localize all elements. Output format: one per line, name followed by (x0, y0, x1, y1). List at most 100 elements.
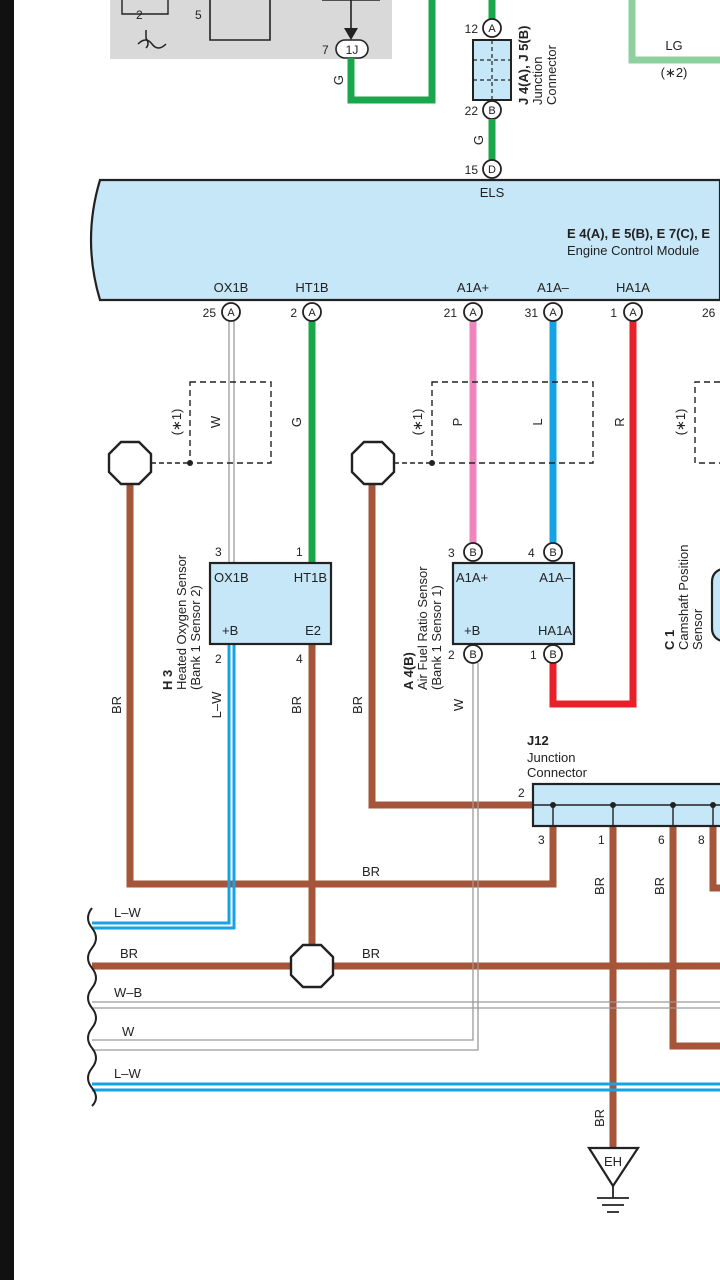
h3-term-e2: E2 (305, 623, 321, 638)
a4-pin-1-num: 1 (530, 648, 537, 662)
top-lead-1j (322, 0, 380, 30)
ac-source-symbol (137, 30, 167, 49)
bus-label-br-3: BR (362, 864, 380, 879)
shield-ground-octagon-1 (107, 440, 153, 486)
a4-term-a1a-plus: A1A+ (456, 570, 488, 585)
shield-note-2: (∗1) (410, 409, 425, 436)
j12-node-2 (610, 802, 616, 808)
j12-pin-2: 2 (518, 786, 525, 800)
j12-pin-3: 3 (538, 833, 545, 847)
wire-blue-lw-sensor (92, 644, 236, 930)
a4-line1: Air Fuel Ratio Sensor (415, 566, 430, 690)
shield-dot-1 (187, 460, 193, 466)
top-pin-2: 2 (136, 8, 143, 22)
wire-label-g-top: G (331, 75, 346, 85)
j12-node-4 (710, 802, 716, 808)
c1-line2: Sensor (690, 608, 705, 650)
j4-pin-a (482, 18, 502, 38)
ecm-pin-1 (623, 302, 643, 322)
a4-pin-1 (543, 644, 563, 664)
a4-pin-2 (463, 644, 483, 664)
wire-label-br-mid: BR (350, 696, 365, 714)
c1-label-group: C 1 Camshaft Position Sensor (662, 545, 705, 651)
h3-pin-4: 4 (296, 652, 303, 666)
j12-node-3 (670, 802, 676, 808)
ecm-term-a1a-plus: A1A+ (457, 280, 489, 295)
wire-label-br-left: BR (109, 696, 124, 714)
h3-term-ht1b: HT1B (294, 570, 327, 585)
top-pin-5: 5 (195, 8, 202, 22)
wire-wb-bus (92, 1001, 720, 1009)
ecm-pin-31-letter: A (549, 307, 557, 319)
j12-line2: Connector (527, 765, 588, 780)
bus-label-w: W (122, 1024, 135, 1039)
a4-term-a1a-minus: A1A– (539, 570, 572, 585)
h3-line1: Heated Oxygen Sensor (174, 554, 189, 690)
ecm-pin-31 (543, 302, 563, 322)
bus-label-br-2: BR (362, 946, 380, 961)
wire-brown-left (126, 480, 557, 888)
wire-label-w-a4: W (451, 698, 466, 711)
ecm-pin-2-num: 2 (290, 306, 297, 320)
note-2: (∗2) (661, 65, 688, 80)
wire-label-l: L (530, 418, 545, 425)
j12-line1: Junction (527, 750, 575, 765)
top-left-tick (121, 0, 169, 15)
wire-brown-j12-8 (709, 826, 720, 892)
j12-pin-6: 6 (658, 833, 665, 847)
a4-pin-4 (543, 542, 563, 562)
a4-pin-4-num: 4 (528, 546, 535, 560)
wire-label-r: R (612, 417, 627, 426)
ecm-pin-25 (221, 302, 241, 322)
a4-label-group: A 4(B) Air Fuel Ratio Sensor (Bank 1 Sen… (401, 566, 444, 690)
arrow-down-icon (344, 28, 358, 40)
ecm-pin-21 (463, 302, 483, 322)
a4-pin-2-letter: B (469, 649, 476, 661)
wire-label-lg: LG (665, 38, 682, 53)
shield-note-3: (∗1) (673, 409, 688, 436)
a4-pin-4-letter: B (549, 547, 556, 559)
wire-label-g-j4: G (471, 135, 486, 145)
ecm-pin-15: 15 (465, 163, 479, 177)
wire-green-top (347, 0, 436, 104)
wire-label-g-2: G (289, 417, 304, 427)
ecm-pin-1-num: 1 (610, 306, 617, 320)
ecm-pin-31-num: 31 (525, 306, 539, 320)
wire-blue-lw-bus (92, 1082, 720, 1092)
shield-dot-2 (429, 460, 435, 466)
wire-red-ha1a (549, 320, 637, 708)
wire-white-w-bus (92, 663, 474, 1041)
c1-ref: C 1 (662, 630, 677, 650)
a4-pin-3-letter: B (469, 547, 476, 559)
top-pin-7: 7 (322, 43, 329, 57)
bus-label-wb: W–B (114, 985, 142, 1000)
h3-pin-1: 1 (296, 545, 303, 559)
ecm-pin-d (482, 159, 502, 179)
ecm-pin-26-num: 26 (702, 306, 716, 320)
ecm-pin-d-letter: D (488, 164, 496, 176)
j12-pin-8: 8 (698, 833, 705, 847)
a4-pin-3-num: 3 (448, 546, 455, 560)
ecm-els-label: ELS (480, 185, 505, 200)
wire-brown-mid (368, 480, 533, 809)
ecm-term-ht1b: HT1B (295, 280, 328, 295)
ecm-pin-25-letter: A (227, 307, 235, 319)
wire-label-lw-h3: L–W (209, 691, 224, 718)
h3-ref: H 3 (160, 670, 175, 690)
bus-label-lw-1: L–W (114, 905, 141, 920)
a4-term-b: +B (464, 623, 480, 638)
h3-term-ox1b: OX1B (214, 570, 249, 585)
j12-ref: J12 (527, 733, 549, 748)
a4-pin-2-num: 2 (448, 648, 455, 662)
bus-label-lw-2: L–W (114, 1066, 141, 1081)
h3-pin-3: 3 (215, 545, 222, 559)
a4-pin-3 (463, 542, 483, 562)
shield-ground-octagon-2 (350, 440, 396, 486)
wire-label-w-1: W (208, 415, 223, 428)
ecm-term-ox1b: OX1B (214, 280, 249, 295)
j4-junction-grid (473, 40, 511, 100)
shield-box-1 (189, 381, 272, 464)
h3-term-b: +B (222, 623, 238, 638)
left-margin-bar (0, 0, 14, 1280)
